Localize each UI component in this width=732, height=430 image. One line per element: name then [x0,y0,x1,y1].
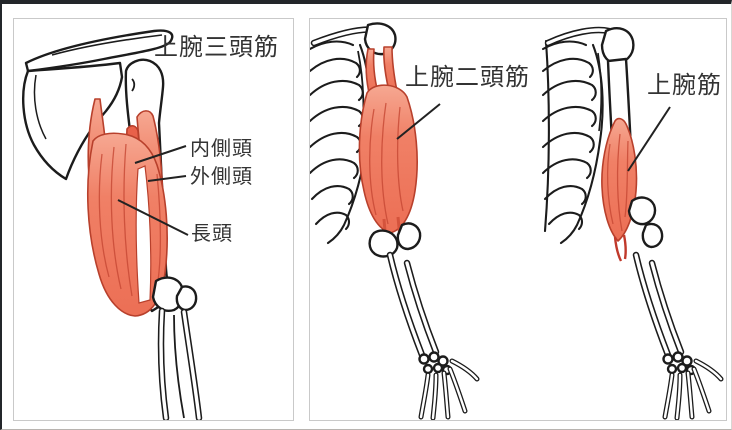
pointer-line-long [117,199,189,236]
biceps-muscle [358,46,418,252]
brachialis-label: 上腕筋 [647,71,722,99]
triceps-panel: 上腕三頭筋 内側頭 外側頭 長頭 [13,18,294,421]
pointer-line-medial [134,145,187,164]
long-head-label: 長頭 [191,221,233,245]
triceps-title-label: 上腕三頭筋 [154,33,279,61]
brachialis-muscle [601,117,638,262]
flexors-figure: 上腕二頭筋 [310,22,724,420]
pointer-line-brachialis [627,106,671,172]
brachialis-figure: 上腕筋 [541,26,724,420]
lateral-head-label: 外側頭 [190,164,253,188]
biceps-figure: 上腕二頭筋 [310,22,530,420]
elbow-forearm-hand [368,222,480,420]
elbow-forearm-hand [627,196,724,420]
forearm-bones [151,276,203,420]
shoulder-bones [310,22,397,145]
medial-head-label: 内側頭 [190,136,253,160]
pointer-line-biceps [396,103,441,140]
biceps-label: 上腕二頭筋 [405,63,530,91]
hand-bones [418,351,480,420]
arm-flexors-panel: 上腕二頭筋 [309,18,727,421]
triceps-figure: 上腕三頭筋 内側頭 外側頭 長頭 [22,29,279,420]
scapula-bone [22,29,174,181]
ribcage [541,39,604,245]
hand-bones [662,351,724,420]
pointer-line-lateral [147,175,187,182]
triceps-muscle [86,98,168,317]
